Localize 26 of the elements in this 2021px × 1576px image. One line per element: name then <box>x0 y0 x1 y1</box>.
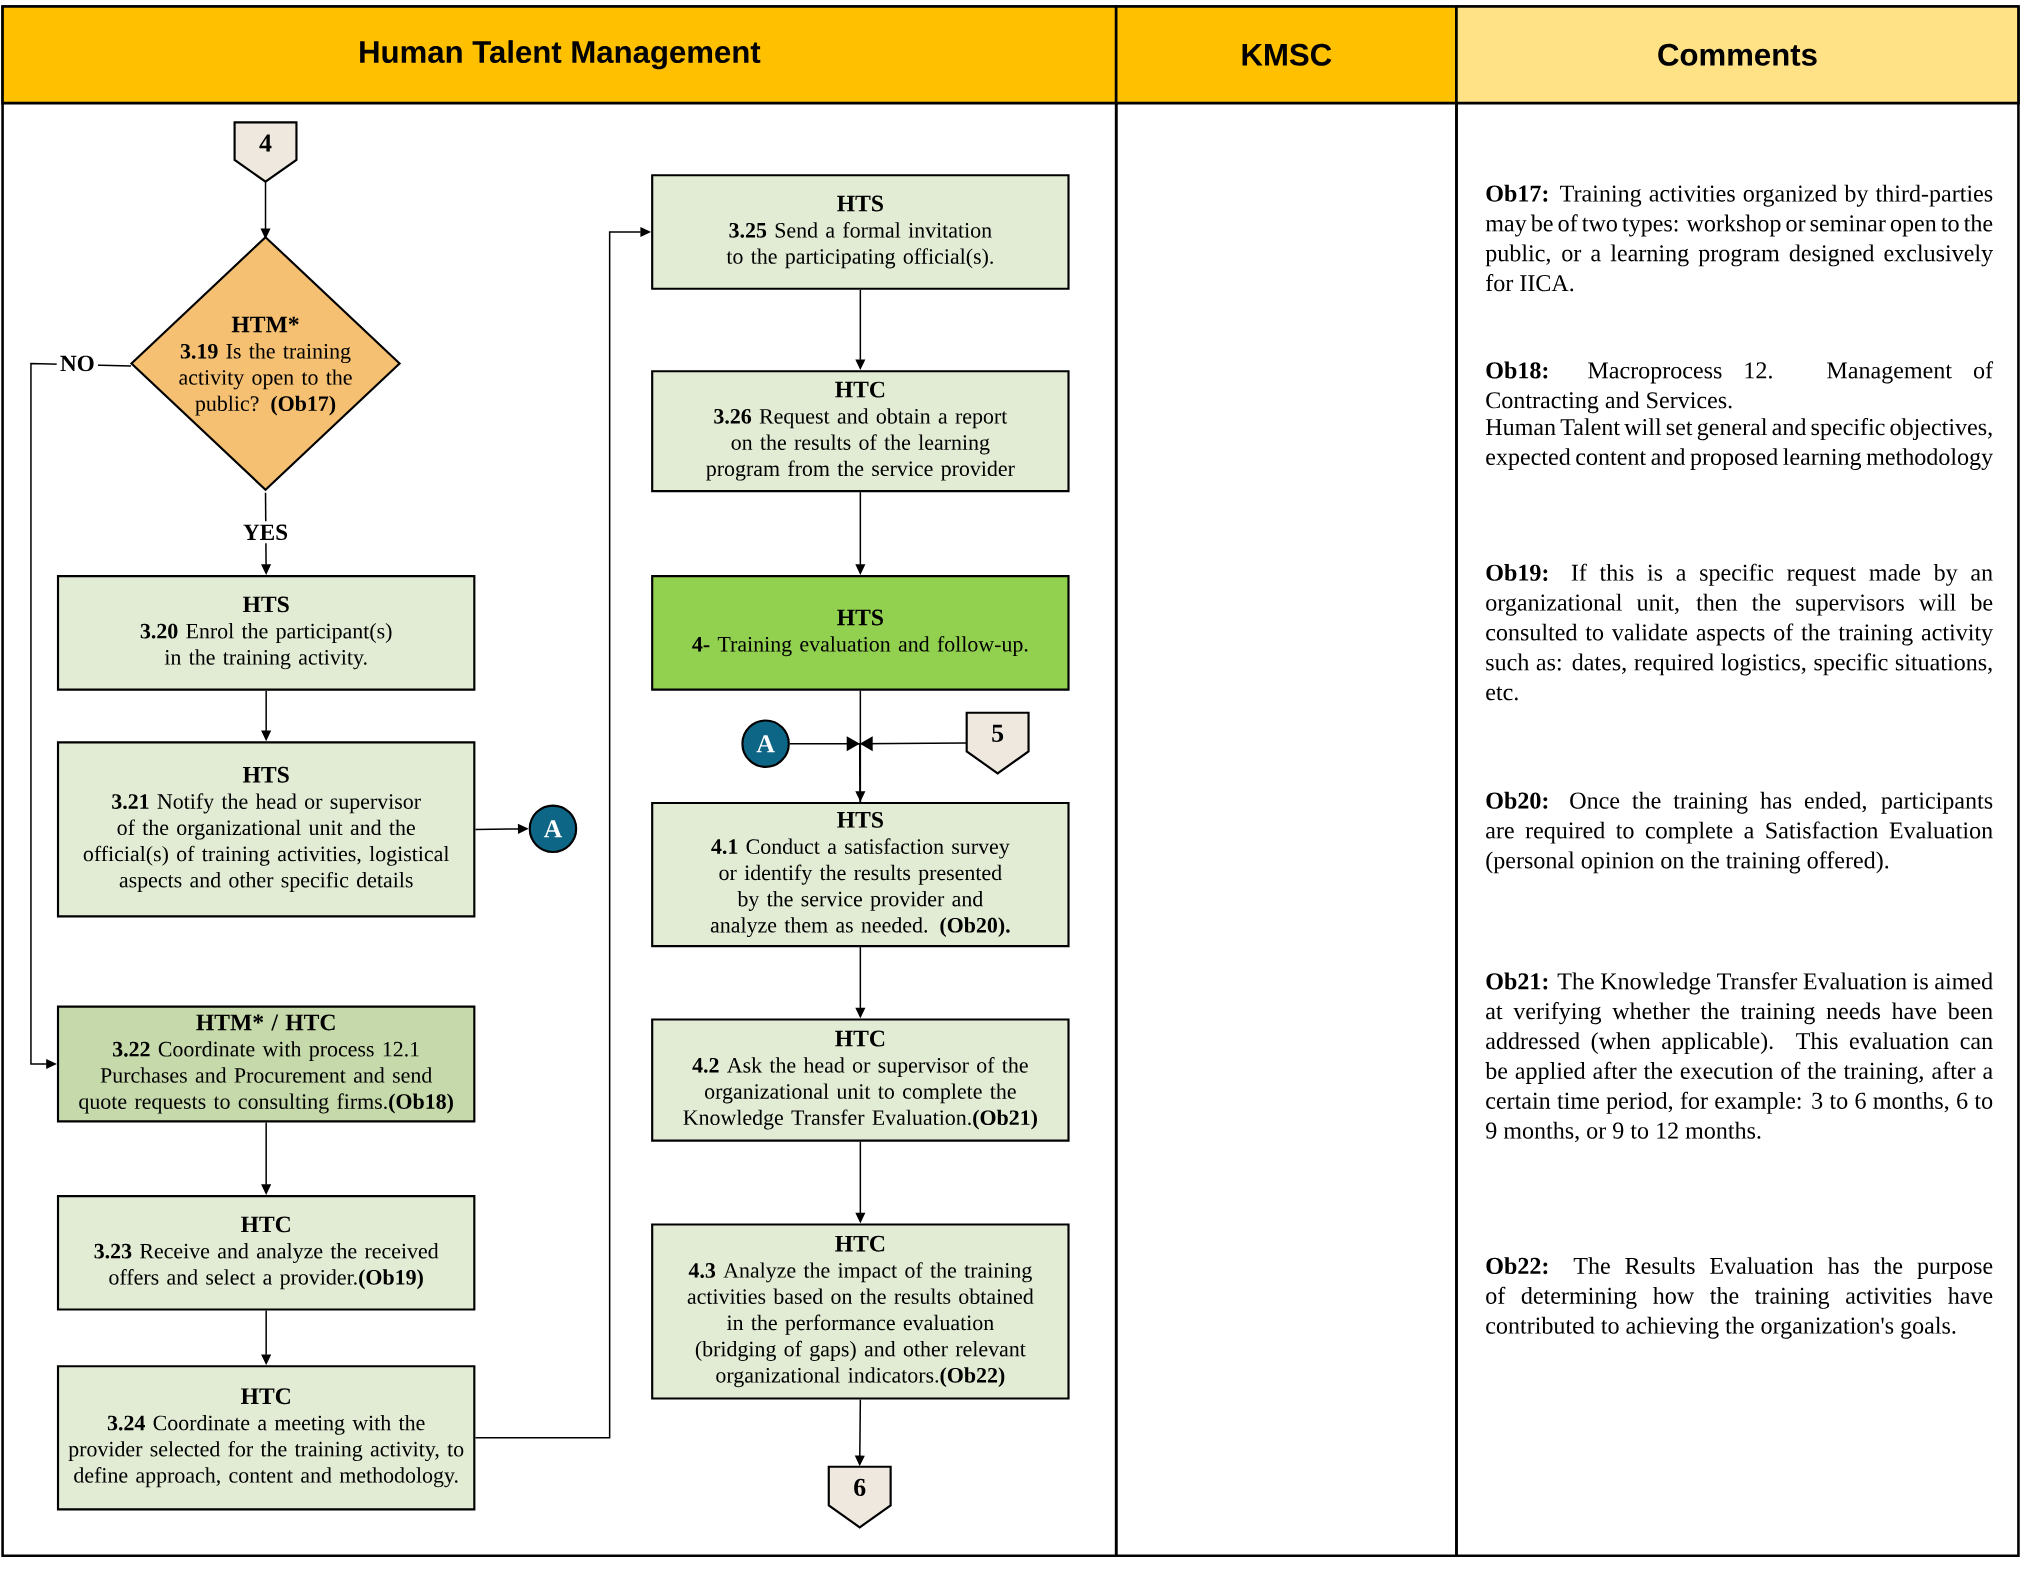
process-box: HTM* / HTC 3.22 Coordinate with process 12.1 Purchases and Procurement and send quote requests to consulting firms.(Ob18) <box>56 1005 476 1123</box>
off-page-connector: 6 <box>827 1465 892 1529</box>
arrow <box>30 362 132 1069</box>
comment-text: Ob18: Macroprocess 12. Management of Contracting and Services. <box>1486 361 1994 414</box>
arrow <box>858 736 967 803</box>
comment-text: Ob19: If this is a specific request made by an organizational unit, then the supervisors will be consulted to validate aspects of the training activity such as: dates, required logistics, specific situations, etc. <box>1486 563 1994 701</box>
off-page-connector: 4 <box>233 121 298 183</box>
comment-text: Ob21: The Knowledge Transfer Evaluation is aimed at verifying whether the training needs have been addressed (when applicable). This evaluation can be applied after the execution of the training, after a certain time period, for example: 3 to 6 months, 6 to 9 months, or 9 to 12 months. <box>1485 972 1993 1143</box>
process-box: HTS 3.20 Enrol the participant(s) in the training activity. <box>56 574 476 691</box>
process-box: HTC 4.2 Ask the head or supervisor of the organizational unit to complete the Knowledge Transfer Evaluation.(Ob21) <box>651 1018 1070 1142</box>
process-box: HTC 4.3 Analyze the impact of the training activities based on the results obtained in the performance evaluation (bridging of gaps) and other relevant organizational indicators.(Ob22) <box>651 1223 1070 1400</box>
edge-label: YES <box>239 521 292 544</box>
swimlane: KMSC <box>1114 5 1458 1557</box>
process-box: HTS 3.21 Notify the head or supervisor of the organizational unit and the official(s) of training activities, logistical aspects and other specific details <box>56 741 476 918</box>
edge-label: NO <box>56 352 98 375</box>
comment-text: Ob20: Once the training has ended, participants are required to complete a Satisfaction Evaluation (personal opinion on the training offered). <box>1486 791 1993 874</box>
process-box: HTC 3.23 Receive and analyze the received offers and select a provider.(Ob19) <box>56 1194 476 1311</box>
process-box: HTS 3.25 Send a formal invitation to the participating official(s). <box>651 174 1070 290</box>
comment-text: Ob22: The Results Evaluation has the purpose of determining how the training activities have contributed to achieving the organization's goals. <box>1486 1256 1993 1339</box>
comment-text: Human Talent will set general and specific objectives, expected content and proposed learning methodology <box>1485 417 1994 470</box>
process-box: HTS 4- Training evaluation and follow-up. <box>651 574 1070 691</box>
process-box: HTC 3.26 Request and obtain a report on the results of the learning program from the service provider <box>651 369 1070 492</box>
process-box: HTC 3.24 Coordinate a meeting with the provider selected for the training activity, to define approach, content and methodology. <box>56 1365 476 1511</box>
process-box: HTS 4.1 Conduct a satisfaction survey or identify the results presented by the service provider and analyze them as needed. (Ob20). <box>651 801 1070 947</box>
comment-text: Ob17: Training activities organized by third-parties may be of two types: workshop or seminar open to the public, or a learning program designed exclusively for IICA. <box>1485 184 1993 292</box>
off-page-connector: 5 <box>965 711 1030 775</box>
